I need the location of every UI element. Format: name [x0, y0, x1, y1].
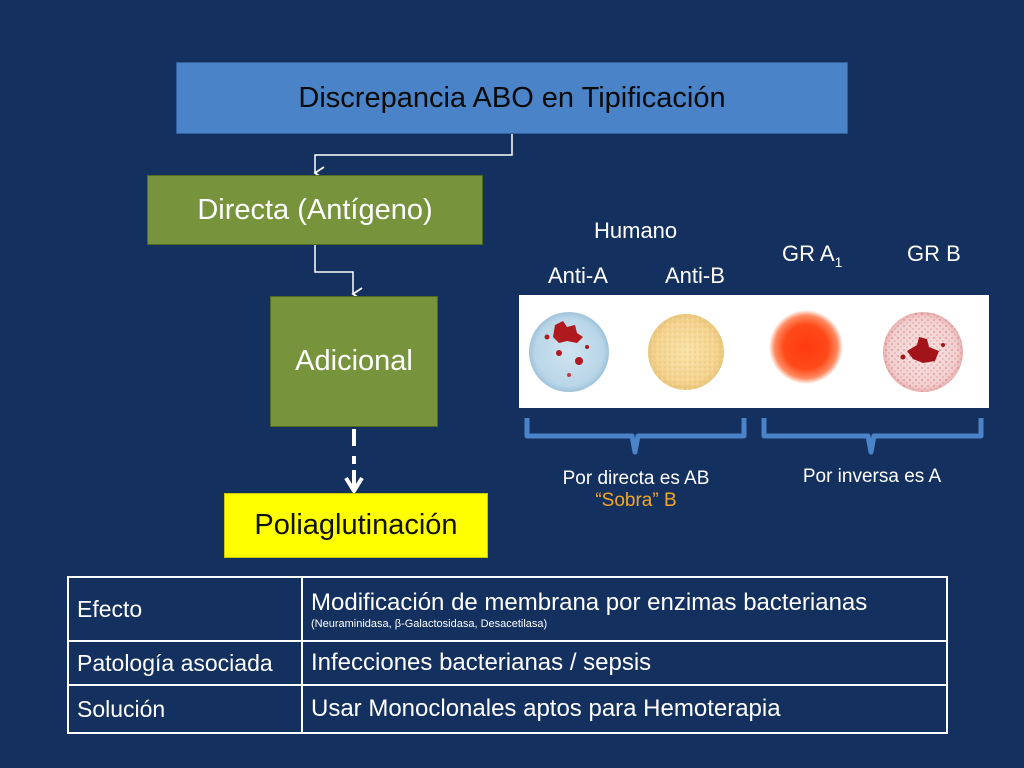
- table-row-solucion: Solución Usar Monoclonales aptos para He…: [67, 684, 948, 734]
- bracket-directa: [524, 418, 747, 455]
- table-cell-value: Infecciones bacterianas / sepsis: [301, 640, 948, 686]
- poliaglutinacion-text: Poliaglutinación: [254, 509, 458, 541]
- info-table: Efecto Modificación de membrana por enzi…: [67, 576, 948, 734]
- adicional-box: Adicional: [270, 296, 438, 427]
- table-cell-value: Modificación de membrana por enzimas bac…: [301, 576, 948, 642]
- label-gr-a1: GR A1: [782, 241, 842, 270]
- directa-box: Directa (Antígeno): [147, 175, 483, 245]
- well-gr-a1: [769, 310, 843, 384]
- connector-arrow-head: [344, 476, 364, 493]
- agglutination-image-strip: [519, 295, 989, 408]
- label-anti-b: Anti-B: [665, 263, 725, 288]
- note-directa: Por directa es AB “Sobra” B: [536, 468, 736, 512]
- table-row-efecto: Efecto Modificación de membrana por enzi…: [67, 576, 948, 642]
- label-gr-a1-subscript: 1: [834, 254, 843, 270]
- label-gr-a1-main: GR A: [782, 241, 835, 266]
- note-directa-line1: Por directa es AB: [562, 468, 710, 489]
- table-cell-label: Patología asociada: [67, 640, 303, 686]
- table-value-text: Modificación de membrana por enzimas bac…: [311, 588, 868, 616]
- poliaglutinacion-box: Poliaglutinación: [224, 493, 488, 558]
- label-gr-b: GR B: [907, 241, 961, 266]
- note-directa-line2: “Sobra” B: [595, 490, 677, 511]
- note-inversa: Por inversa es A: [802, 466, 942, 487]
- well-anti-b: [648, 314, 724, 390]
- table-row-patologia: Patología asociada Infecciones bacterian…: [67, 640, 948, 686]
- connector-directa-to-adicional: [314, 245, 363, 301]
- well-gr-b: [883, 312, 963, 392]
- table-cell-value: Usar Monoclonales aptos para Hemoterapia: [301, 684, 948, 734]
- title-box: Discrepancia ABO en Tipificación: [176, 62, 848, 134]
- table-cell-label: Solución: [67, 684, 303, 734]
- bracket-inversa: [761, 418, 984, 455]
- title-text: Discrepancia ABO en Tipificación: [298, 81, 726, 114]
- table-value-detail: (Neuraminidasa, β-Galactosidasa, Desacet…: [311, 617, 548, 630]
- well-anti-a: [529, 312, 609, 392]
- table-cell-label: Efecto: [67, 576, 303, 642]
- connector-title-to-directa: [313, 134, 513, 180]
- directa-text: Directa (Antígeno): [197, 193, 433, 226]
- adicional-text: Adicional: [295, 345, 413, 377]
- label-humano: Humano: [594, 218, 678, 243]
- label-anti-a: Anti-A: [548, 263, 608, 288]
